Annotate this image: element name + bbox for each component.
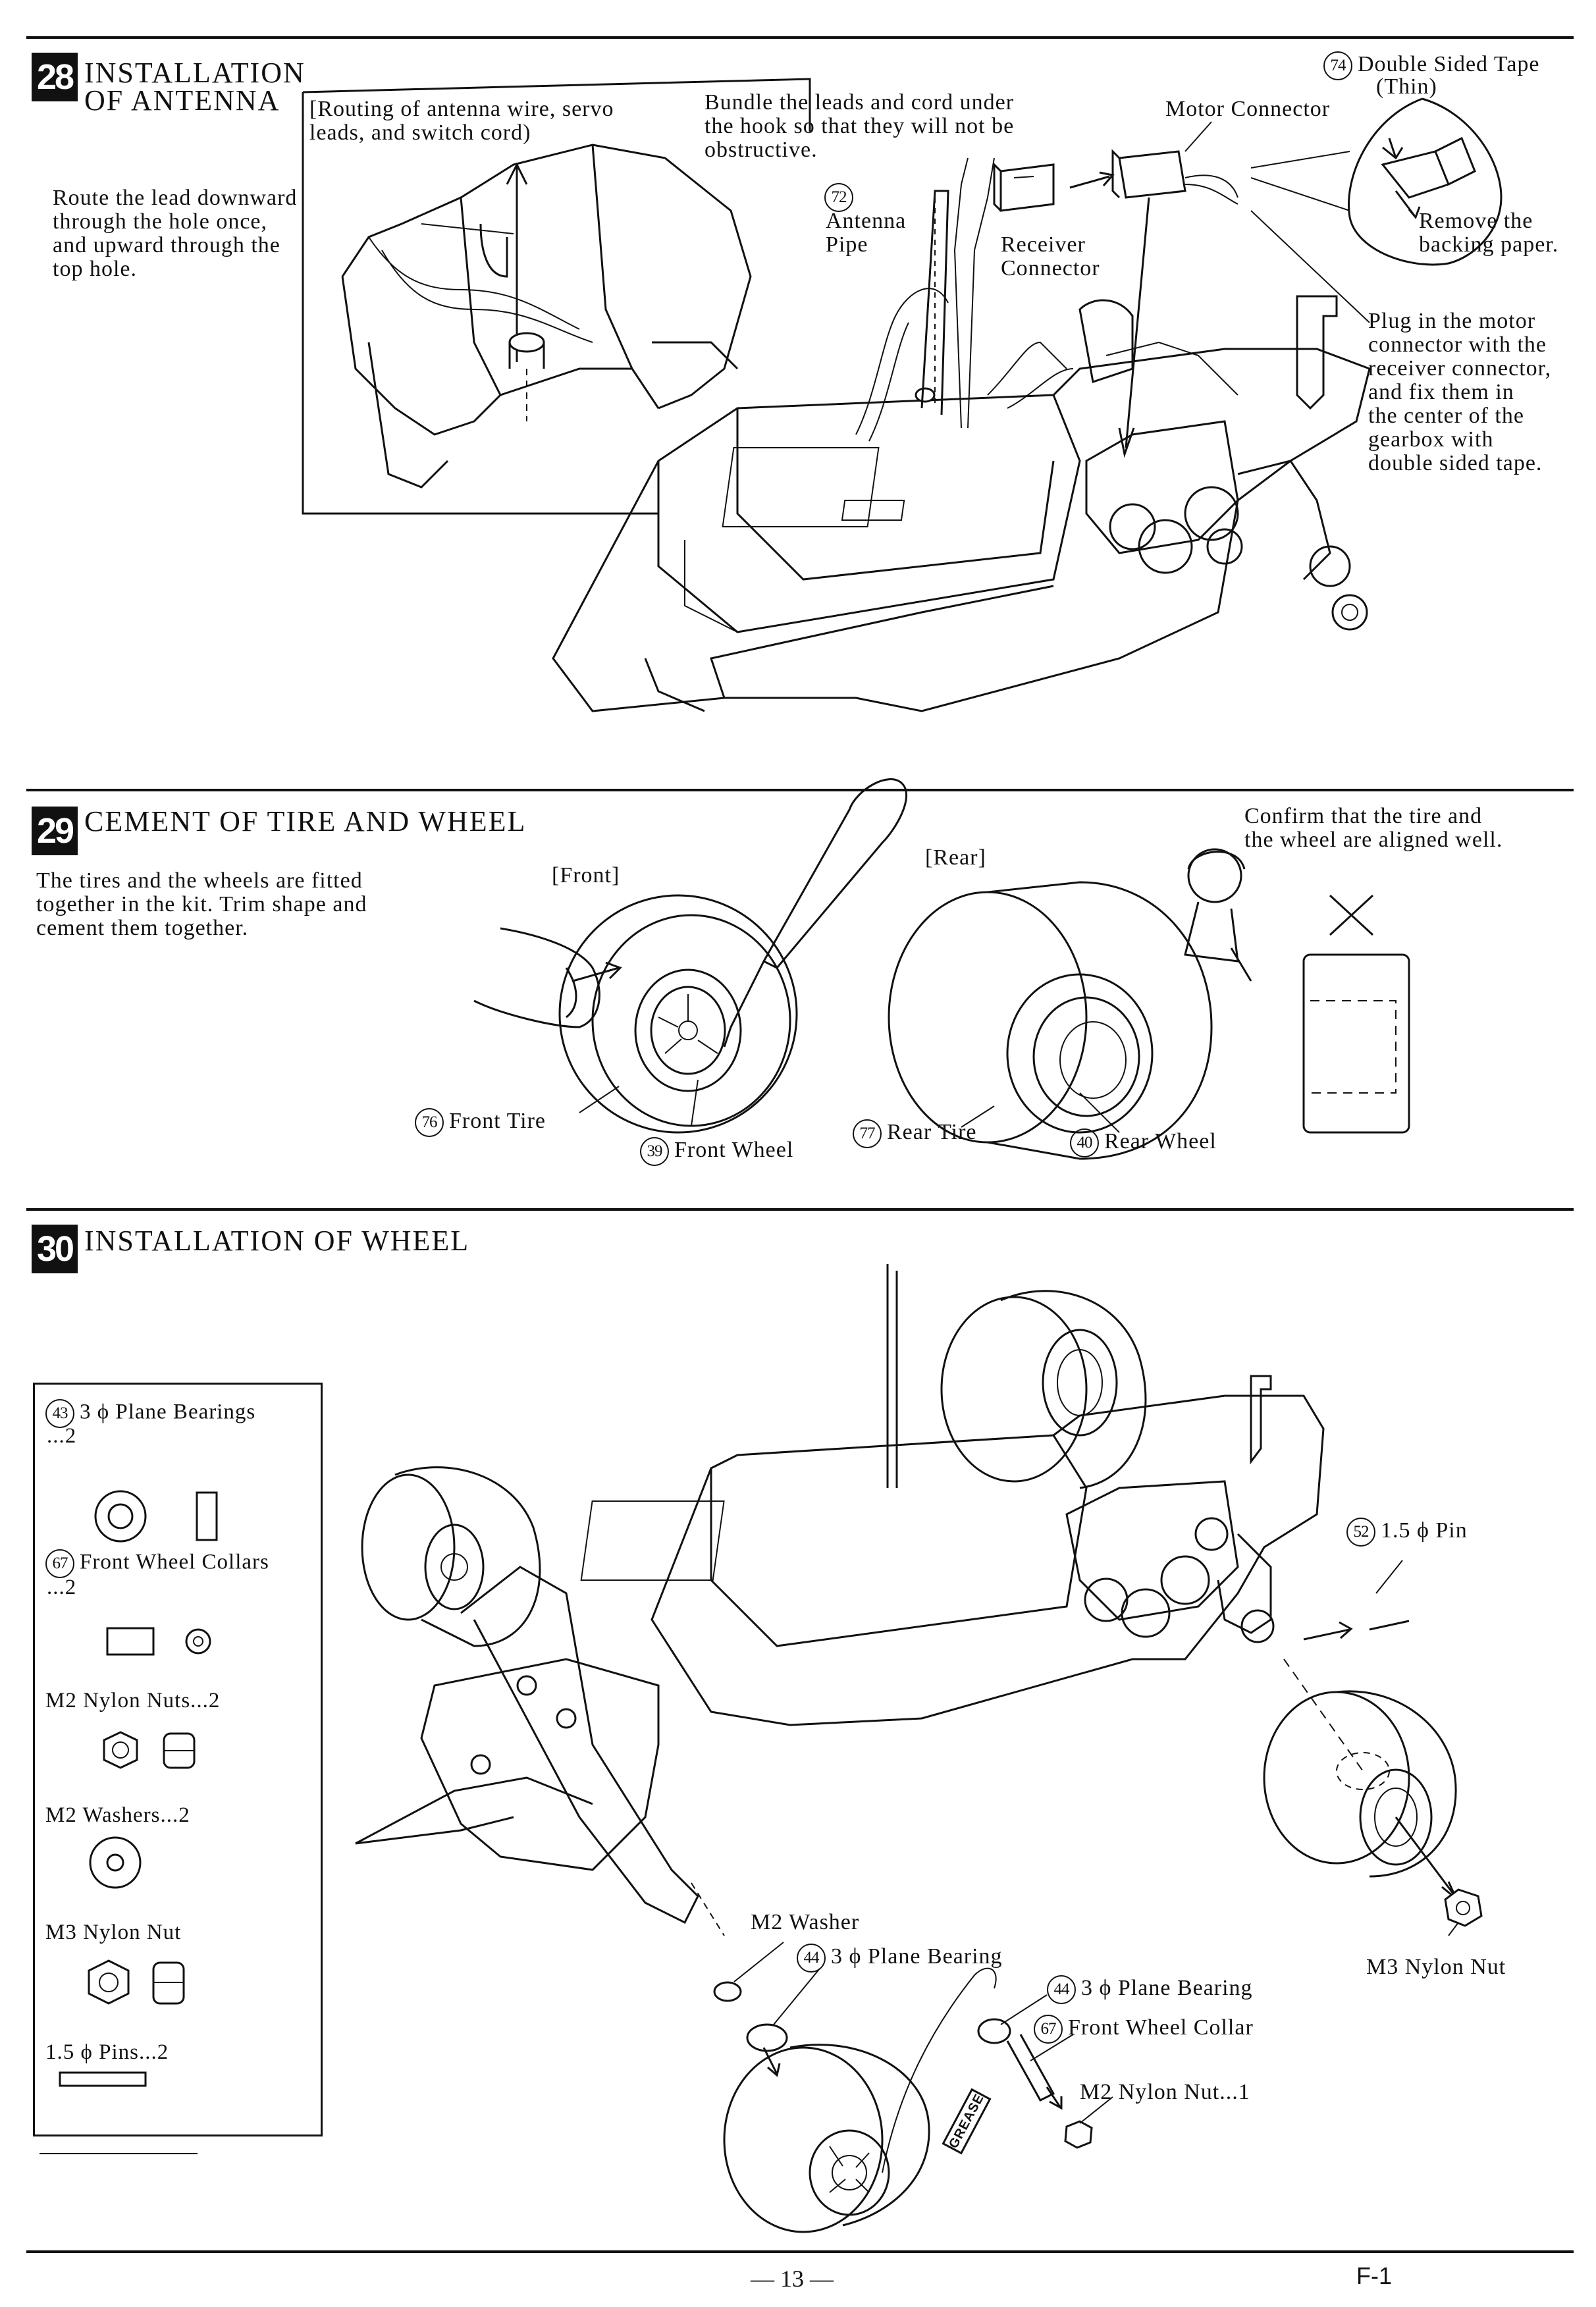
remove-backing-label: Remove the backing paper.: [1419, 209, 1559, 257]
rule-28-29: [26, 789, 1574, 791]
bundle-instruction: Bundle the leads and cord under the hook…: [705, 90, 1015, 162]
page-number: — 13 —: [751, 2266, 834, 2292]
parts-box-underline: [40, 2153, 198, 2154]
collar-number: 67: [1034, 2015, 1063, 2044]
bottom-rule: [26, 2250, 1574, 2253]
rear-tire-label: Rear Tire: [887, 1120, 977, 1144]
route-instruction: Route the lead downward through the hole…: [53, 186, 298, 281]
bearing-a-number: 44: [797, 1944, 826, 1973]
step-30-title: INSTALLATION OF WHEEL: [84, 1225, 470, 1257]
top-rule: [26, 36, 1574, 39]
m2-washer-label: M2 Washer: [751, 1910, 860, 1934]
bearing-b-label: 3 ϕ Plane Bearing: [1081, 1976, 1253, 2000]
pin-number: 52: [1346, 1518, 1375, 1547]
parts-bearings-qty: ...2: [47, 1424, 77, 1448]
tape-sub-label: (Thin): [1376, 74, 1437, 99]
parts-bearings-label: 3 ϕ Plane Bearings: [80, 1400, 256, 1424]
bearing-b-number: 44: [1047, 1975, 1076, 2005]
rear-wheel-label: Rear Wheel: [1104, 1129, 1217, 1154]
parts-m3-nut-label: M3 Nylon Nut: [45, 1921, 182, 1944]
step-29-number: 29: [32, 807, 78, 855]
rule-29-30: [26, 1208, 1574, 1211]
parts-collars-number: 67: [45, 1549, 74, 1578]
tape-label: Double Sided Tape: [1358, 52, 1540, 76]
pin-label: 1.5 ϕ Pin: [1381, 1518, 1468, 1543]
parts-collars-qty: ...2: [47, 1576, 77, 1599]
motor-connector-label: Motor Connector: [1165, 97, 1331, 121]
rear-wheel-number: 40: [1070, 1128, 1099, 1158]
parts-box-icons: [59, 1490, 218, 2087]
front-wheel-label: Front Wheel: [674, 1138, 794, 1162]
step-28-number: 28: [32, 53, 78, 101]
routing-note: [Routing of antenna wire, servo leads, a…: [309, 97, 614, 145]
step-29-title: CEMENT OF TIRE AND WHEEL: [84, 805, 527, 837]
plug-instruction: Plug in the motor connector with the rec…: [1368, 309, 1552, 475]
parts-m2-washers-label: M2 Washers...2: [45, 1803, 190, 1827]
front-tire-label: Front Tire: [449, 1109, 546, 1133]
rear-tire-number: 77: [853, 1119, 882, 1149]
confirm-text: Confirm that the tire and the wheel are …: [1244, 804, 1503, 852]
parts-m2-nuts-label: M2 Nylon Nuts...2: [45, 1689, 221, 1712]
antenna-pipe-number: 72: [824, 183, 853, 213]
model-code: F-1: [1356, 2262, 1392, 2289]
m2-nut-label: M2 Nylon Nut...1: [1080, 2080, 1250, 2104]
parts-bearings-number: 43: [45, 1399, 74, 1428]
tape-number: 74: [1323, 51, 1352, 81]
rear-label: [Rear]: [925, 845, 986, 870]
receiver-connector-label: Receiver Connector: [1001, 232, 1100, 280]
m3-nut-label: M3 Nylon Nut: [1366, 1955, 1506, 1979]
front-wheel-number: 39: [640, 1137, 669, 1167]
step-28-title-line2: OF ANTENNA: [84, 84, 280, 117]
parts-collars-label: Front Wheel Collars: [80, 1550, 269, 1574]
front-label: [Front]: [552, 863, 620, 888]
parts-pins-label: 1.5 ϕ Pins...2: [45, 2040, 169, 2064]
step-30-number: 30: [32, 1225, 78, 1273]
collar-label: Front Wheel Collar: [1068, 2015, 1254, 2040]
step-28-title-line1: INSTALLATION: [84, 57, 306, 89]
antenna-pipe-label: Antenna Pipe: [826, 209, 907, 257]
bearing-a-label: 3 ϕ Plane Bearing: [831, 1944, 1003, 1969]
front-tire-number: 76: [415, 1108, 444, 1138]
step-29-instruction: The tires and the wheels are fitted toge…: [36, 868, 367, 940]
antenna-pipe-callout: 72: [824, 183, 859, 213]
